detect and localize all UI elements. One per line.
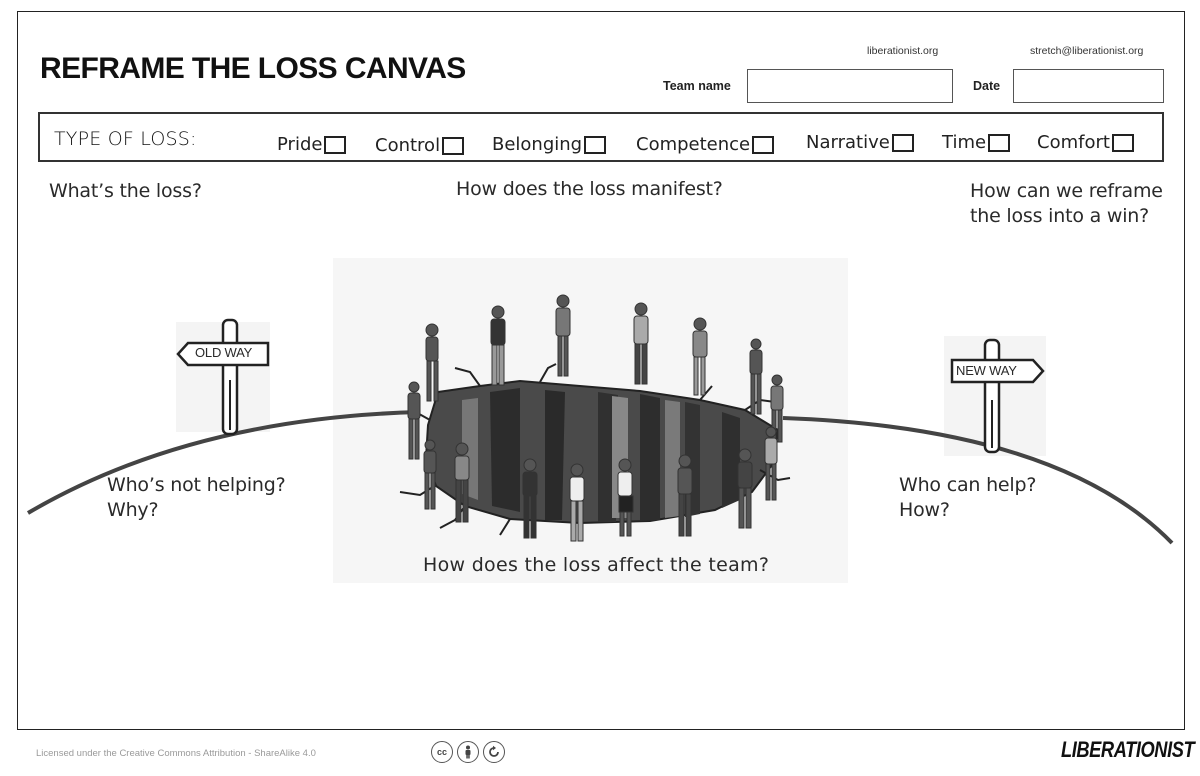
person-figure	[423, 439, 437, 510]
team-people	[407, 294, 784, 542]
person-figure	[764, 426, 778, 501]
prompt-not-helping-line1: Who’s not helping?	[107, 474, 286, 496]
cc-license-icons[interactable]: cc	[431, 741, 505, 763]
person-figure	[617, 458, 634, 537]
loss-option-narrative[interactable]: Narrative	[806, 132, 914, 153]
loss-checkbox-competence[interactable]	[752, 135, 775, 154]
license-text: Licensed under the Creative Commons Attr…	[36, 748, 316, 759]
loss-checkbox-narrative[interactable]	[891, 133, 914, 152]
loss-option-control[interactable]: Control	[375, 135, 465, 156]
person-figure	[407, 381, 421, 460]
loss-option-label: Competence	[636, 134, 751, 155]
old-way-label: OLD WAY	[195, 345, 253, 360]
type-of-loss-bar: TYPE OF LOSS: Pride Control Belonging Co…	[38, 112, 1164, 162]
old-way-signpost	[176, 318, 270, 436]
loss-option-pride[interactable]: Pride	[277, 134, 347, 155]
page-title: REFRAME THE LOSS CANVAS	[40, 52, 466, 85]
loss-option-label: Narrative	[806, 132, 890, 153]
prompt-whats-the-loss: What’s the loss?	[49, 180, 202, 202]
loss-checkbox-belonging[interactable]	[584, 135, 607, 154]
loss-option-comfort[interactable]: Comfort	[1037, 132, 1134, 153]
person-figure	[425, 323, 439, 402]
share-alike-icon[interactable]	[483, 741, 505, 763]
left-ground-arc	[26, 410, 421, 515]
prompt-affect-team: How does the loss affect the team?	[423, 554, 770, 576]
person-figure	[692, 317, 708, 396]
person-figure	[737, 448, 753, 529]
prompt-can-help-line2: How?	[899, 499, 950, 521]
right-ground-arc	[782, 416, 1174, 545]
team-name-label: Team name	[663, 79, 731, 93]
person-figure	[490, 305, 506, 386]
person-figure	[770, 374, 784, 443]
loss-option-label: Belonging	[492, 134, 583, 155]
liberationist-logo: LIBERATIONIST	[1061, 737, 1195, 762]
loss-checkbox-comfort[interactable]	[1111, 133, 1134, 152]
loss-option-time[interactable]: Time	[942, 132, 1011, 153]
person-figure	[555, 294, 571, 377]
loss-option-label: Comfort	[1037, 132, 1110, 153]
loss-option-label: Control	[375, 135, 441, 156]
prompt-can-help-line1: Who can help?	[899, 474, 1037, 496]
date-field[interactable]	[1013, 69, 1164, 103]
loss-checkbox-control[interactable]	[442, 136, 465, 155]
prompt-not-helping-line2: Why?	[107, 499, 159, 521]
person-figure	[677, 454, 693, 537]
loss-option-label: Pride	[277, 134, 323, 155]
attribution-icon[interactable]	[457, 741, 479, 763]
type-of-loss-label: TYPE OF LOSS:	[54, 128, 197, 150]
prompt-reframe-line2: the loss into a win?	[970, 205, 1150, 227]
new-way-signpost	[950, 338, 1045, 454]
loss-option-label: Time	[942, 132, 987, 153]
new-way-label: NEW WAY	[956, 363, 1017, 378]
date-label: Date	[973, 79, 1001, 93]
person-figure	[749, 338, 763, 415]
prompt-reframe-line1: How can we reframe	[970, 180, 1163, 202]
prompt-how-manifest: How does the loss manifest?	[456, 178, 723, 200]
site-link[interactable]: liberationist.org	[867, 45, 939, 57]
email-link[interactable]: stretch@liberationist.org	[1030, 45, 1144, 57]
loss-option-competence[interactable]: Competence	[636, 134, 775, 155]
loss-option-belonging[interactable]: Belonging	[492, 134, 607, 155]
team-name-field[interactable]	[747, 69, 953, 103]
person-figure	[454, 442, 470, 523]
loss-checkbox-time[interactable]	[988, 133, 1011, 152]
person-figure	[633, 302, 649, 385]
person-figure	[522, 458, 538, 539]
loss-checkbox-pride[interactable]	[324, 135, 347, 154]
cc-icon[interactable]: cc	[431, 741, 453, 763]
person-figure	[569, 463, 585, 542]
